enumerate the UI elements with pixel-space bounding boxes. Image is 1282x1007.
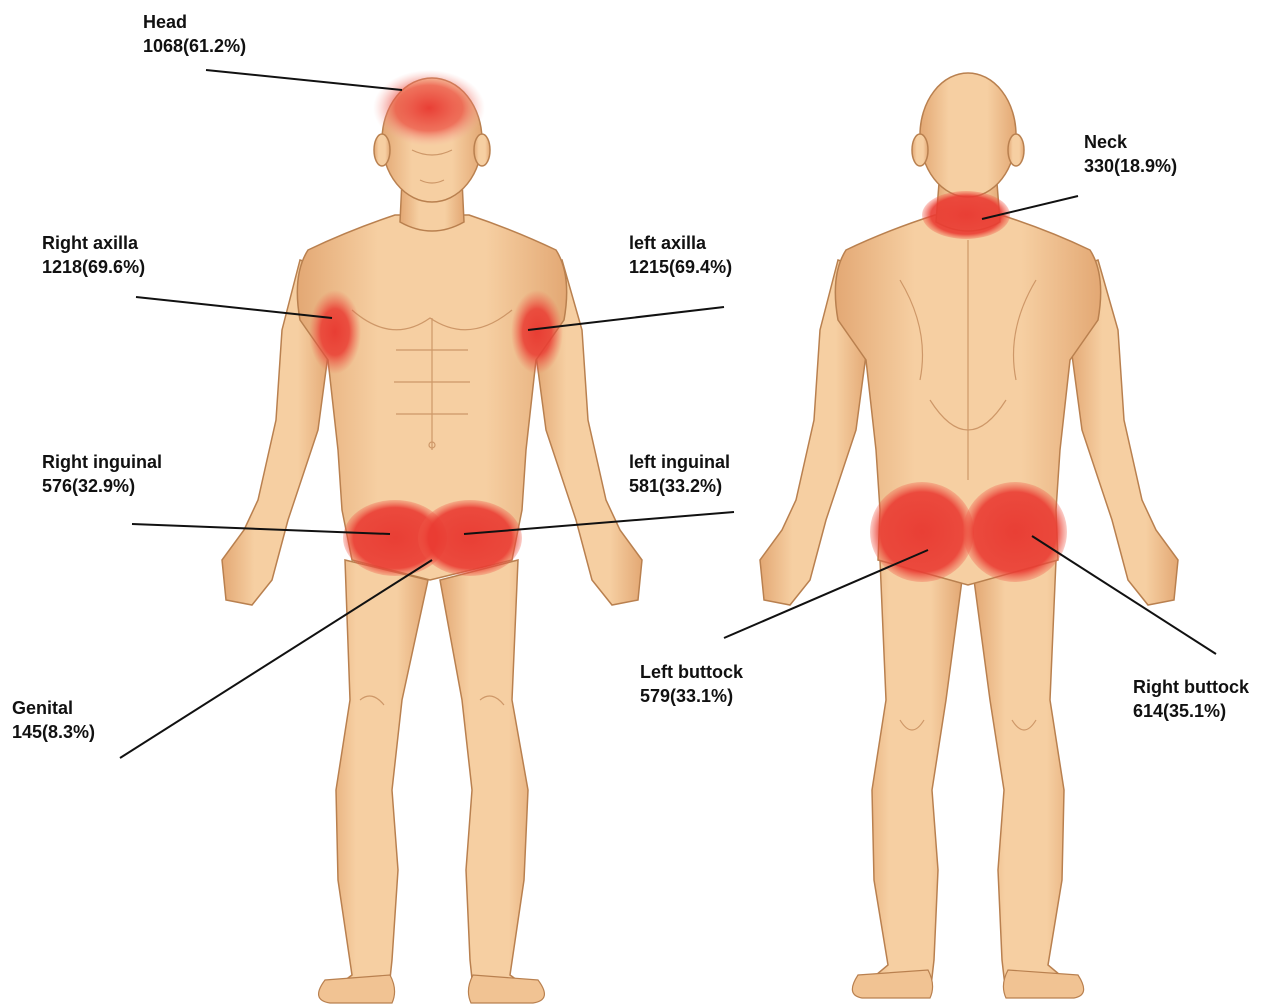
back-left-leg (858, 560, 962, 995)
left-inguinal-label: left inguinal 581(33.2%) (629, 450, 730, 498)
neck-label-value: 330(18.9%) (1084, 154, 1177, 178)
right-buttock-hotspot (963, 482, 1067, 582)
front-left-ear (474, 134, 490, 166)
head-label: Head 1068(61.2%) (143, 10, 246, 58)
right-buttock-label-value: 614(35.1%) (1133, 699, 1249, 723)
front-left-leg (440, 560, 538, 998)
head-label-name: Head (143, 10, 246, 34)
back-left-ear (912, 134, 928, 166)
right-axilla-label-name: Right axilla (42, 231, 145, 255)
right-inguinal-label-value: 576(32.9%) (42, 474, 162, 498)
left-inguinal-label-name: left inguinal (629, 450, 730, 474)
front-right-ear (374, 134, 390, 166)
left-axilla-label-name: left axilla (629, 231, 732, 255)
head-leader-line (206, 70, 402, 90)
neck-label-name: Neck (1084, 130, 1177, 154)
front-feet (319, 975, 545, 1003)
right-axilla-hotspot (309, 290, 361, 374)
genital-label-name: Genital (12, 696, 95, 720)
front-right-leg (325, 560, 428, 998)
right-buttock-label: Right buttock 614(35.1%) (1133, 675, 1249, 723)
genital-label-value: 145(8.3%) (12, 720, 95, 744)
genital-label: Genital 145(8.3%) (12, 696, 95, 744)
right-inguinal-label-name: Right inguinal (42, 450, 162, 474)
left-inguinal-hotspot (418, 500, 522, 576)
left-buttock-label: Left buttock 579(33.1%) (640, 660, 743, 708)
neck-label: Neck 330(18.9%) (1084, 130, 1177, 178)
back-head (920, 73, 1016, 197)
right-buttock-label-name: Right buttock (1133, 675, 1249, 699)
back-feet (852, 970, 1083, 998)
head-label-value: 1068(61.2%) (143, 34, 246, 58)
right-inguinal-label: Right inguinal 576(32.9%) (42, 450, 162, 498)
left-axilla-label-value: 1215(69.4%) (629, 255, 732, 279)
back-right-leg (974, 560, 1078, 995)
left-axilla-label: left axilla 1215(69.4%) (629, 231, 732, 279)
head-hotspot (373, 70, 485, 146)
right-axilla-label: Right axilla 1218(69.6%) (42, 231, 145, 279)
left-inguinal-label-value: 581(33.2%) (629, 474, 730, 498)
left-buttock-label-name: Left buttock (640, 660, 743, 684)
left-buttock-hotspot (870, 482, 974, 582)
left-buttock-label-value: 579(33.1%) (640, 684, 743, 708)
left-axilla-hotspot (511, 290, 563, 374)
right-axilla-label-value: 1218(69.6%) (42, 255, 145, 279)
back-right-ear (1008, 134, 1024, 166)
